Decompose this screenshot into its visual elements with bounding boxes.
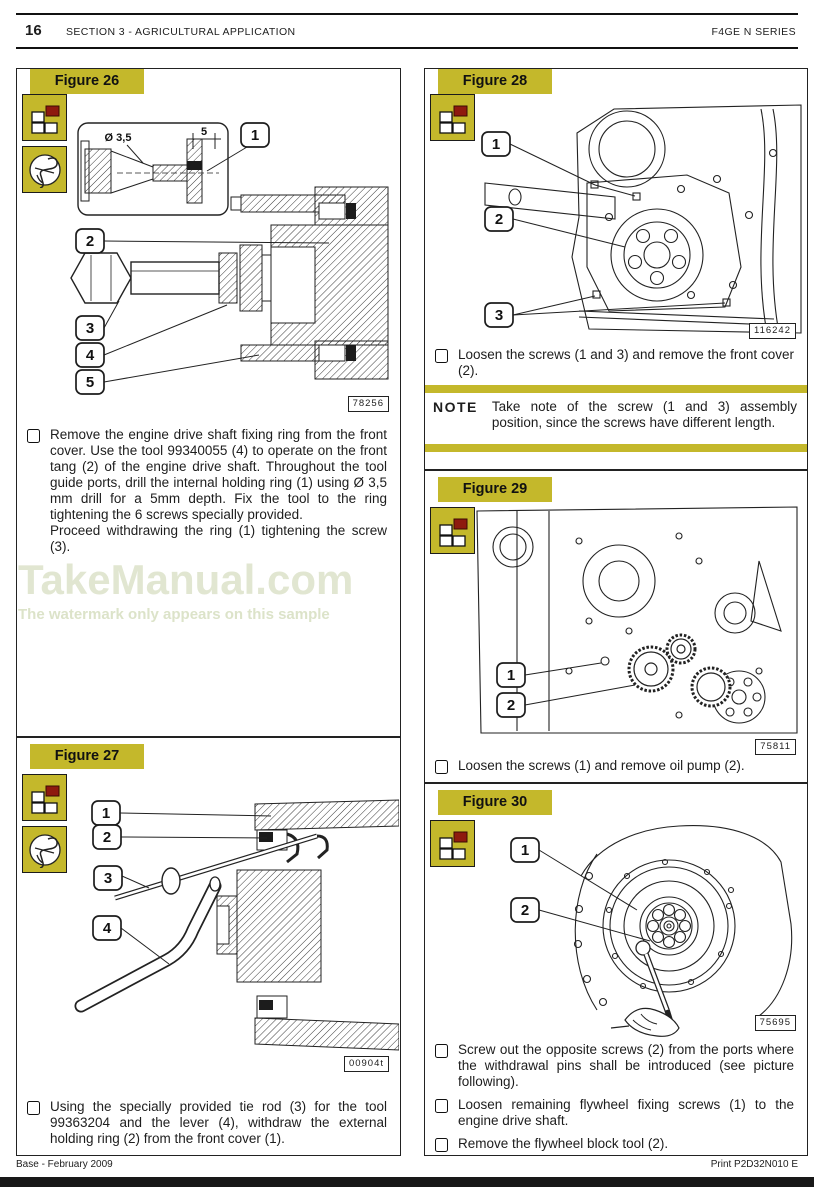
footer-edition: Base - February 2009 bbox=[16, 1159, 113, 1170]
callout-badge-1: 1 bbox=[240, 122, 270, 148]
callout-badge-4: 4 bbox=[75, 342, 105, 368]
callout-badge-2: 2 bbox=[484, 206, 514, 232]
instruction-text: Loosen the screws (1 and 3) and remove t… bbox=[458, 347, 794, 378]
page-bottom-edge bbox=[0, 1177, 814, 1187]
special-tool-icon bbox=[22, 826, 67, 873]
checkbox-icon bbox=[435, 1099, 448, 1113]
parts-grid-icon bbox=[22, 94, 67, 141]
svg-text:1: 1 bbox=[492, 136, 500, 153]
callout-badge-5: 5 bbox=[75, 369, 105, 395]
special-tool-icon bbox=[22, 146, 67, 193]
instruction-text: Remove the engine drive shaft fixing rin… bbox=[50, 427, 387, 522]
figure-27-drawing: 1 2 3 4 bbox=[74, 799, 399, 1051]
svg-text:5: 5 bbox=[86, 374, 94, 391]
page-number: 16 bbox=[25, 22, 42, 39]
checkbox-icon bbox=[435, 1138, 448, 1152]
svg-text:2: 2 bbox=[103, 829, 111, 846]
note-bar-top bbox=[425, 385, 807, 393]
svg-text:1: 1 bbox=[521, 842, 529, 859]
checkbox-icon bbox=[27, 429, 40, 443]
svg-text:4: 4 bbox=[86, 347, 95, 364]
figure-27-section: Figure 27 bbox=[16, 737, 401, 1156]
parts-grid-icon bbox=[430, 507, 475, 554]
figure-26-drawing: Ø 3,5 5 bbox=[70, 122, 389, 395]
footer-print-code: Print P2D32N010 E bbox=[710, 1159, 798, 1170]
callout-badge-1: 1 bbox=[496, 662, 526, 688]
callout-badge-4: 4 bbox=[92, 915, 122, 941]
figure-28-section: Figure 28 bbox=[424, 68, 808, 470]
note-text: Take note of the screw (1 and 3) assembl… bbox=[491, 399, 797, 430]
callout-badge-3: 3 bbox=[484, 302, 514, 328]
section-title: SECTION 3 - AGRICULTURAL APPLICATION bbox=[66, 26, 296, 38]
checkbox-icon bbox=[435, 349, 448, 363]
svg-text:2: 2 bbox=[495, 211, 503, 228]
figure-30-drawing: 1 2 bbox=[510, 825, 793, 1037]
figure-28-code: 116242 bbox=[749, 323, 796, 339]
svg-text:2: 2 bbox=[507, 697, 515, 714]
instruction-item: Loosen the screws (1) and remove oil pum… bbox=[435, 758, 794, 774]
figure-29-drawing: 1 2 bbox=[476, 506, 798, 734]
callout-badge-1: 1 bbox=[510, 837, 540, 863]
checkbox-icon bbox=[435, 1044, 448, 1058]
instruction-text: Loosen the screws (1) and remove oil pum… bbox=[458, 758, 745, 773]
instruction-item: Remove the engine drive shaft fixing rin… bbox=[27, 427, 387, 555]
figure-29-tab: Figure 29 bbox=[438, 477, 552, 502]
svg-text:2: 2 bbox=[521, 902, 529, 919]
figure-30-tab: Figure 30 bbox=[438, 790, 552, 815]
instruction-item: Loosen the screws (1 and 3) and remove t… bbox=[435, 347, 794, 379]
note-bar-bottom bbox=[425, 444, 807, 452]
note-block: NOTE Take note of the screw (1 and 3) as… bbox=[433, 399, 797, 431]
figure-29-code: 75811 bbox=[755, 739, 796, 755]
instruction-item: Remove the flywheel block tool (2). bbox=[435, 1136, 794, 1152]
svg-text:3: 3 bbox=[495, 307, 503, 324]
figure-26-code: 78256 bbox=[347, 396, 389, 412]
figure-28-drawing: 1 2 3 bbox=[481, 104, 802, 334]
figure-29-section: Figure 29 bbox=[424, 470, 808, 783]
checkbox-icon bbox=[435, 760, 448, 774]
dim-diameter-label: Ø 3,5 bbox=[105, 132, 132, 144]
callout-badge-2: 2 bbox=[510, 897, 540, 923]
instruction-text: Proceed withdrawing the ring (1) tighten… bbox=[50, 523, 387, 554]
header-rule-bottom bbox=[16, 47, 798, 49]
instruction-text: Using the specially provided tie rod (3)… bbox=[50, 1099, 387, 1146]
dim-depth-label: 5 bbox=[201, 126, 207, 138]
callout-badge-3: 3 bbox=[75, 315, 105, 341]
callout-badge-2: 2 bbox=[496, 692, 526, 718]
svg-text:1: 1 bbox=[251, 127, 259, 144]
figure-30-section: Figure 30 bbox=[424, 783, 808, 1156]
callout-badge-2: 2 bbox=[75, 228, 105, 254]
header-rule-top bbox=[16, 13, 798, 15]
figure-30-code: 75695 bbox=[754, 1015, 796, 1031]
instruction-text: Remove the flywheel block tool (2). bbox=[458, 1136, 669, 1151]
svg-text:1: 1 bbox=[507, 667, 515, 684]
series-title: F4GE N SERIES bbox=[711, 26, 796, 38]
checkbox-icon bbox=[27, 1101, 40, 1115]
svg-text:1: 1 bbox=[102, 805, 110, 822]
svg-text:3: 3 bbox=[86, 320, 94, 337]
instruction-list: Screw out the opposite screws (2) from t… bbox=[435, 1042, 794, 1152]
figure-27-tab: Figure 27 bbox=[30, 744, 144, 769]
svg-text:3: 3 bbox=[104, 870, 112, 887]
callout-badge-1: 1 bbox=[91, 800, 121, 826]
figure-28-tab: Figure 28 bbox=[438, 69, 552, 94]
instruction-item: Screw out the opposite screws (2) from t… bbox=[435, 1042, 794, 1090]
svg-text:4: 4 bbox=[103, 920, 112, 937]
figure-26-section: Figure 26 bbox=[16, 68, 401, 737]
parts-grid-icon bbox=[430, 820, 475, 867]
instruction-text: Screw out the opposite screws (2) from t… bbox=[458, 1042, 794, 1089]
callout-badge-2: 2 bbox=[92, 824, 122, 850]
note-label: NOTE bbox=[433, 399, 478, 415]
instruction-item: Loosen remaining flywheel fixing screws … bbox=[435, 1097, 794, 1129]
figure-26-tab: Figure 26 bbox=[30, 69, 144, 94]
svg-text:2: 2 bbox=[86, 233, 94, 250]
callout-badge-1: 1 bbox=[481, 131, 511, 157]
parts-grid-icon bbox=[430, 94, 475, 141]
callout-badge-3: 3 bbox=[93, 865, 123, 891]
parts-grid-icon bbox=[22, 774, 67, 821]
figure-27-code: 00904t bbox=[343, 1056, 389, 1072]
instruction-item: Using the specially provided tie rod (3)… bbox=[27, 1099, 387, 1147]
instruction-text: Loosen remaining flywheel fixing screws … bbox=[458, 1097, 794, 1128]
